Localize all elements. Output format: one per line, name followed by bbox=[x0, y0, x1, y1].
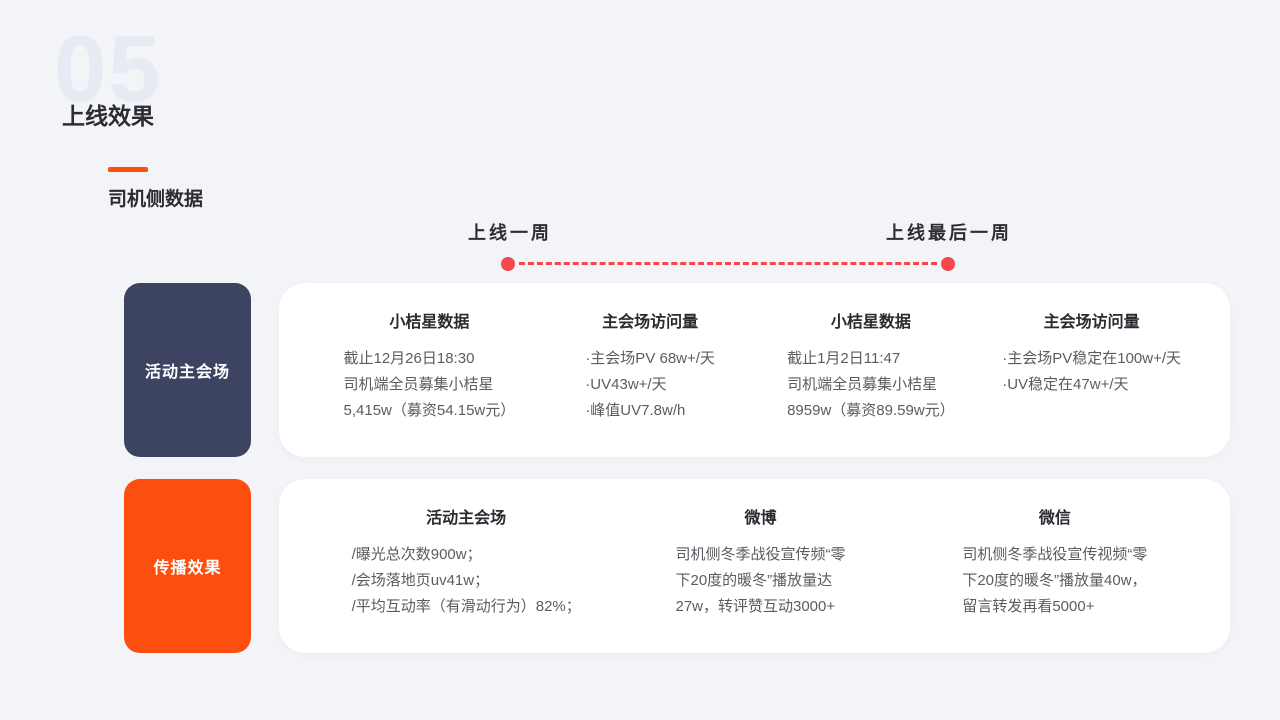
card-column: 微博 司机侧冬季战役宣传频“零 下20度的暖冬”播放量达 27w，转评赞互动30… bbox=[613, 509, 907, 653]
column-line: 下20度的暖冬”播放量40w， bbox=[962, 572, 1147, 589]
timeline-label-week-one: 上线一周 bbox=[468, 223, 552, 243]
column-line: 司机端全员募集小桔星 bbox=[343, 376, 494, 393]
column-body: 司机侧冬季战役宣传视频“零 下20度的暖冬”播放量40w， 留言转发再看5000… bbox=[962, 542, 1147, 620]
column-title: 微博 bbox=[744, 510, 777, 527]
data-card-main-venue: 小桔星数据 截止12月26日18:30 司机端全员募集小桔星 5,415w（募资… bbox=[279, 283, 1230, 457]
timeline bbox=[501, 257, 955, 271]
column-line: ·主会场PV稳定在100w+/天 bbox=[1002, 350, 1182, 367]
column-line: 8959w（募资89.59w元） bbox=[787, 402, 955, 419]
column-title: 活动主会场 bbox=[426, 510, 507, 527]
column-line: ·UV43w+/天 bbox=[585, 376, 667, 393]
column-line: /平均互动率（有滑动行为）82%； bbox=[351, 598, 581, 615]
section-title: 上线效果 bbox=[62, 103, 154, 129]
timeline-end-dot-icon bbox=[941, 257, 955, 271]
timeline-label-last-week: 上线最后一周 bbox=[886, 223, 1012, 243]
column-line: ·UV稳定在47w+/天 bbox=[1002, 376, 1129, 393]
column-line: /会场落地页uv41w； bbox=[351, 572, 490, 589]
column-line: 5,415w（募资54.15w元） bbox=[343, 402, 516, 419]
card-column: 小桔星数据 截止12月26日18:30 司机端全员募集小桔星 5,415w（募资… bbox=[319, 313, 540, 457]
column-body: ·主会场PV稳定在100w+/天 ·UV稳定在47w+/天 bbox=[1002, 346, 1181, 398]
column-body: /曝光总次数900w； /会场落地页uv41w； /平均互动率（有滑动行为）82… bbox=[352, 542, 581, 620]
column-line: /曝光总次数900w； bbox=[351, 546, 482, 563]
card-column: 活动主会场 /曝光总次数900w； /会场落地页uv41w； /平均互动率（有滑… bbox=[319, 509, 613, 653]
column-line: 截止12月26日18:30 bbox=[343, 350, 475, 367]
column-title: 主会场访问量 bbox=[1043, 314, 1140, 331]
column-title: 小桔星数据 bbox=[389, 314, 470, 331]
column-body: 截止1月2日11:47 司机端全员募集小桔星 8959w（募资89.59w元） bbox=[787, 346, 955, 424]
column-line: 司机端全员募集小桔星 bbox=[787, 376, 938, 393]
column-line: 司机侧冬季战役宣传频“零 bbox=[675, 546, 846, 563]
card-column: 微信 司机侧冬季战役宣传视频“零 下20度的暖冬”播放量40w， 留言转发再看5… bbox=[908, 509, 1202, 653]
column-line: ·峰值UV7.8w/h bbox=[585, 402, 686, 419]
column-line: ·主会场PV 68w+/天 bbox=[585, 350, 715, 367]
column-line: 留言转发再看5000+ bbox=[962, 598, 1095, 615]
row-label-main-venue: 活动主会场 bbox=[124, 283, 251, 457]
column-body: 截止12月26日18:30 司机端全员募集小桔星 5,415w（募资54.15w… bbox=[344, 346, 516, 424]
card-column: 主会场访问量 ·主会场PV 68w+/天 ·UV43w+/天 ·峰值UV7.8w… bbox=[540, 313, 761, 457]
column-line: 下20度的暖冬”播放量达 bbox=[675, 572, 833, 589]
timeline-dashed-line bbox=[519, 262, 937, 265]
column-body: ·主会场PV 68w+/天 ·UV43w+/天 ·峰值UV7.8w/h bbox=[585, 346, 715, 424]
column-line: 截止1月2日11:47 bbox=[787, 350, 901, 367]
accent-bar bbox=[108, 167, 148, 172]
column-title: 主会场访问量 bbox=[602, 314, 699, 331]
subtitle: 司机侧数据 bbox=[108, 189, 204, 210]
column-line: 司机侧冬季战役宣传视频“零 bbox=[962, 546, 1148, 563]
data-card-spread-effect: 活动主会场 /曝光总次数900w； /会场落地页uv41w； /平均互动率（有滑… bbox=[279, 479, 1230, 653]
timeline-start-dot-icon bbox=[501, 257, 515, 271]
row-label-spread-effect: 传播效果 bbox=[124, 479, 251, 653]
section-number: 05 bbox=[54, 16, 163, 121]
column-body: 司机侧冬季战役宣传频“零 下20度的暖冬”播放量达 27w，转评赞互动3000+ bbox=[675, 542, 845, 620]
card-column: 主会场访问量 ·主会场PV稳定在100w+/天 ·UV稳定在47w+/天 bbox=[981, 313, 1202, 457]
column-title: 微信 bbox=[1038, 510, 1071, 527]
column-line: 27w，转评赞互动3000+ bbox=[675, 598, 836, 615]
column-title: 小桔星数据 bbox=[830, 314, 911, 331]
card-column: 小桔星数据 截止1月2日11:47 司机端全员募集小桔星 8959w（募资89.… bbox=[761, 313, 982, 457]
